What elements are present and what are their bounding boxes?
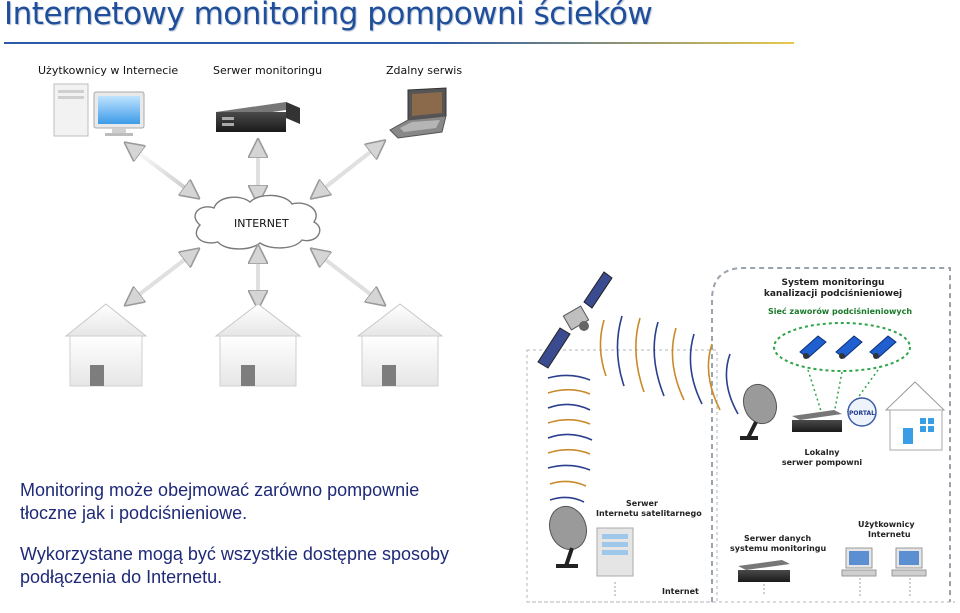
sat-server-line2: Internetu satelitarnego (596, 509, 702, 518)
data-server-icon (738, 560, 790, 582)
data-server-line2: systemu monitoringu (730, 544, 827, 553)
valve-network (773, 322, 911, 415)
internet-users-line1: Użytkownicy (858, 520, 915, 529)
internet-line (614, 578, 911, 596)
connection-arrows-top (132, 146, 378, 195)
caption-connection-methods: Wykorzystane mogą być wszystkie dostępne… (20, 544, 450, 587)
internet-cloud-icon (194, 194, 321, 250)
signal-waves (547, 315, 739, 503)
valve-icon (835, 335, 863, 359)
internet-cloud-label: INTERNET (234, 217, 289, 230)
valve-icon (799, 335, 827, 359)
ground-dish-icon (548, 505, 588, 568)
satellite-panel (526, 267, 955, 603)
data-server-line1: Serwer danych (744, 534, 811, 543)
local-server-line2: serwer pompowni (782, 458, 863, 467)
pumping-station-house-1 (64, 303, 148, 387)
internet-label: Internet (662, 587, 699, 596)
caption-pump-types: Monitoring może obejmować zarówno pompow… (20, 480, 420, 523)
portal-badge-text: PORTAL (849, 410, 875, 417)
station-house-icon (884, 381, 946, 451)
satellite-dish-icon (740, 383, 778, 440)
local-server-icon (792, 410, 842, 432)
sat-server-line1: Serwer (626, 499, 658, 508)
server-icon (216, 102, 300, 132)
valves-label: Sieć zaworów podciśnieniowych (768, 306, 912, 316)
satellite-icon (537, 271, 613, 369)
pumping-station-house-2 (214, 303, 302, 387)
title-underline (4, 42, 794, 44)
label-remote-service: Zdalny serwis (386, 64, 462, 77)
internet-users-line2: Internetu (868, 530, 911, 539)
system-boundary (711, 267, 951, 602)
label-monitoring-server: Serwer monitoringu (213, 64, 322, 77)
valve-icon (869, 335, 897, 359)
laptop-icon (389, 87, 447, 139)
user-computer-icon (841, 547, 877, 577)
desktop-computer-icon (53, 83, 145, 137)
pumping-station-house-3 (356, 303, 444, 387)
user-computer-icon (891, 547, 927, 577)
page-title: Internetowy monitoring pompowni ścieków (4, 0, 653, 32)
satellite-server-icon (596, 527, 634, 577)
portal-badge: PORTAL (847, 397, 877, 427)
connection-arrows-bottom (132, 254, 378, 300)
system-title-line2: kanalizacji podciśnieniowej (764, 288, 902, 299)
local-server-line1: Lokalny (805, 448, 841, 457)
label-users: Użytkownicy w Internecie (38, 64, 178, 77)
system-title-line1: System monitoringu (782, 278, 885, 288)
